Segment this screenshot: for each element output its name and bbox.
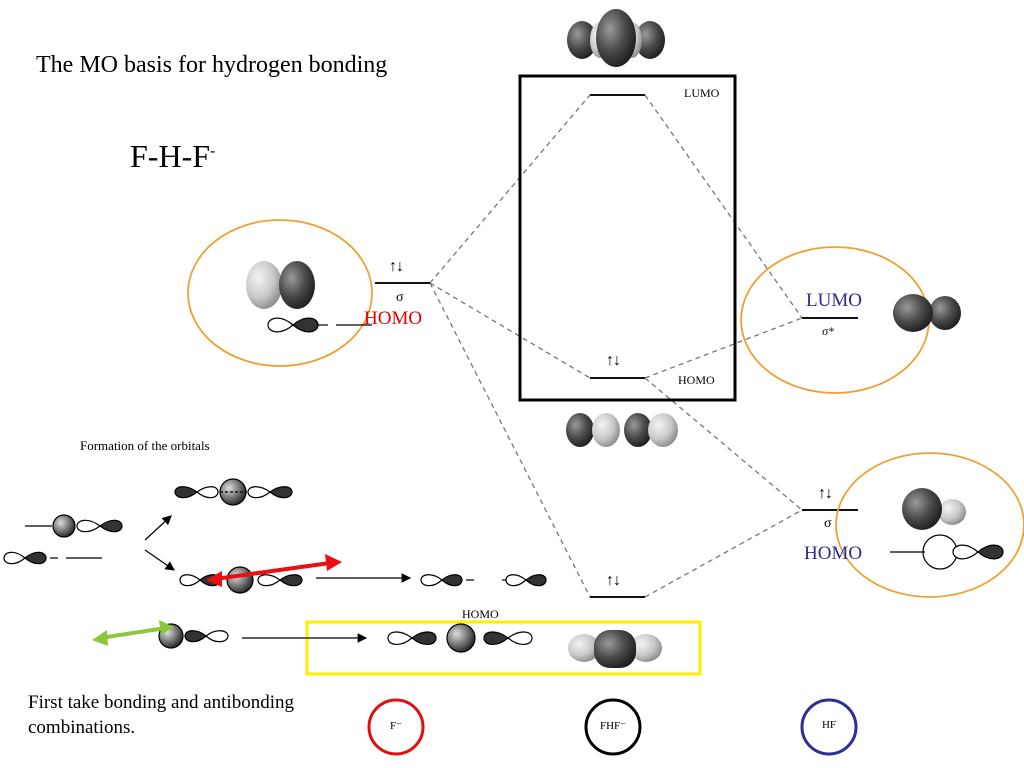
hf-sketch — [890, 534, 1004, 570]
center-bottom-homo-label: HOMO — [462, 607, 499, 621]
right-sigma-symbol: σ — [824, 516, 832, 531]
formula-base: F-H-F — [130, 138, 211, 174]
bottom-note: First take bonding and antibonding combi… — [28, 692, 294, 738]
hf-circle — [800, 698, 858, 756]
hf-sigma-star-image — [893, 294, 961, 332]
red-double-arrow — [206, 554, 342, 587]
fhf-label: FHF⁻ — [600, 720, 626, 732]
hf-label: HF — [821, 719, 837, 731]
correlation-lines — [429, 94, 803, 598]
center-homo-label: HOMO — [678, 373, 715, 387]
left-orange-circle — [187, 219, 373, 367]
frontier-orbital-box — [518, 74, 737, 402]
center-homo-electrons: ↑↓ — [606, 352, 621, 369]
center-bottom-electrons: ↑↓ — [606, 572, 621, 589]
f-minus-label: F⁻ — [390, 720, 402, 732]
fhf-circle — [584, 698, 642, 756]
left-p-sketch — [267, 317, 372, 333]
formula-charge: - — [210, 142, 216, 160]
homo-orbital-image — [566, 413, 678, 447]
right-lower-orange-circle — [835, 452, 1024, 598]
right-sigma-star-symbol: σ* — [822, 324, 835, 338]
left-sigma-electrons: ↑↓ — [389, 258, 404, 275]
right-lumo-label: LUMO — [806, 290, 862, 311]
left-homo-label: HOMO — [364, 308, 423, 329]
lumo-orbital-image — [567, 9, 665, 67]
formula: F-H-F- — [130, 138, 215, 175]
f-p-orbital-image — [246, 261, 315, 309]
right-homo-label: HOMO — [804, 543, 863, 564]
energy-levels — [375, 94, 858, 598]
slide-title: The MO basis for hydrogen bonding — [36, 52, 388, 78]
hf-sigma-image — [902, 488, 966, 530]
yellow-highlight-box — [305, 620, 702, 676]
green-double-arrow — [92, 620, 174, 646]
center-lumo-label: LUMO — [684, 86, 720, 100]
bonding-orbital-image — [568, 630, 662, 668]
f-minus-circle — [367, 698, 425, 756]
formation-caption: Formation of the orbitals — [80, 438, 210, 453]
right-sigma-electrons: ↑↓ — [818, 485, 833, 502]
formation-sketches — [3, 478, 547, 653]
left-sigma-symbol: σ — [396, 290, 404, 305]
